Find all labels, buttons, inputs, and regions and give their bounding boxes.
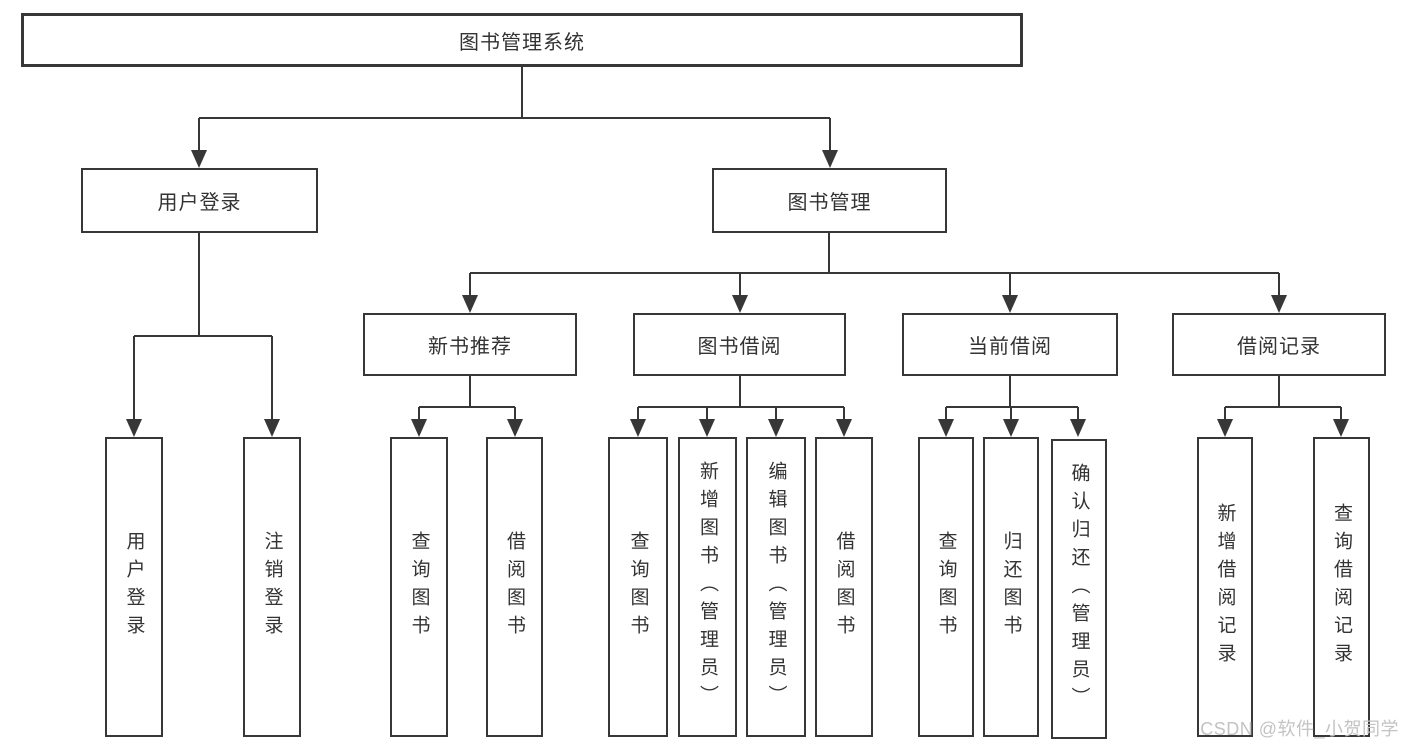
leaf-borrow-books-label: 借阅图书 <box>833 531 855 643</box>
node-borrow-records-label: 借阅记录 <box>1237 336 1321 358</box>
leaf-borrow-books-recommend: 借阅图书 <box>486 437 543 737</box>
node-borrow-records: 借阅记录 <box>1172 313 1386 376</box>
csdn-watermark: CSDN @软件_小贺同学 <box>1200 719 1399 739</box>
leaf-add-borrow-record: 新增借阅记录 <box>1197 437 1253 737</box>
node-user-login: 用户登录 <box>81 168 318 233</box>
leaf-edit-books-admin: 编辑图书（管理员） <box>746 437 806 737</box>
node-user-login-label: 用户登录 <box>157 192 242 214</box>
node-current-borrow-label: 当前借阅 <box>968 336 1052 358</box>
leaf-logout-label: 注销登录 <box>261 531 283 643</box>
node-new-book-recommend: 新书推荐 <box>363 313 577 376</box>
leaf-borrow-books: 借阅图书 <box>815 437 873 737</box>
leaf-user-login: 用户登录 <box>105 437 163 737</box>
arrowheads <box>126 150 1349 437</box>
leaf-query-books-current-label: 查询图书 <box>935 531 957 643</box>
leaf-query-borrow-record-label: 查询借阅记录 <box>1331 503 1352 671</box>
leaf-add-borrow-record-label: 新增借阅记录 <box>1214 503 1236 671</box>
leaf-user-login-label: 用户登录 <box>123 531 145 643</box>
leaf-query-borrow-record: 查询借阅记录 <box>1313 437 1370 737</box>
node-library-system: 图书管理系统 <box>21 13 1023 67</box>
leaf-return-books-label: 归还图书 <box>1000 531 1022 643</box>
node-book-borrow: 图书借阅 <box>633 313 846 376</box>
leaf-confirm-return-admin-label: 确认归还（管理员） <box>1068 463 1090 715</box>
leaf-logout: 注销登录 <box>243 437 301 737</box>
leaf-query-books-current: 查询图书 <box>918 437 974 737</box>
node-book-borrow-label: 图书借阅 <box>697 336 782 358</box>
leaf-add-books-admin-label: 新增图书（管理员） <box>697 461 718 713</box>
node-book-management-label: 图书管理 <box>787 192 872 214</box>
leaf-borrow-books-recommend-label: 借阅图书 <box>504 531 525 643</box>
leaf-add-books-admin: 新增图书（管理员） <box>678 437 737 737</box>
leaf-query-books-recommend-label: 查询图书 <box>408 531 430 643</box>
leaf-query-books-borrow: 查询图书 <box>608 437 668 737</box>
leaf-confirm-return-admin: 确认归还（管理员） <box>1051 439 1107 739</box>
leaf-query-books-recommend: 查询图书 <box>390 437 448 737</box>
node-library-system-label: 图书管理系统 <box>459 31 585 54</box>
leaf-query-books-borrow-label: 查询图书 <box>627 531 649 643</box>
leaf-edit-books-admin-label: 编辑图书（管理员） <box>765 461 787 713</box>
node-new-book-recommend-label: 新书推荐 <box>428 336 512 358</box>
node-current-borrow: 当前借阅 <box>902 313 1118 376</box>
leaf-return-books: 归还图书 <box>983 437 1039 737</box>
node-book-management: 图书管理 <box>712 168 947 233</box>
